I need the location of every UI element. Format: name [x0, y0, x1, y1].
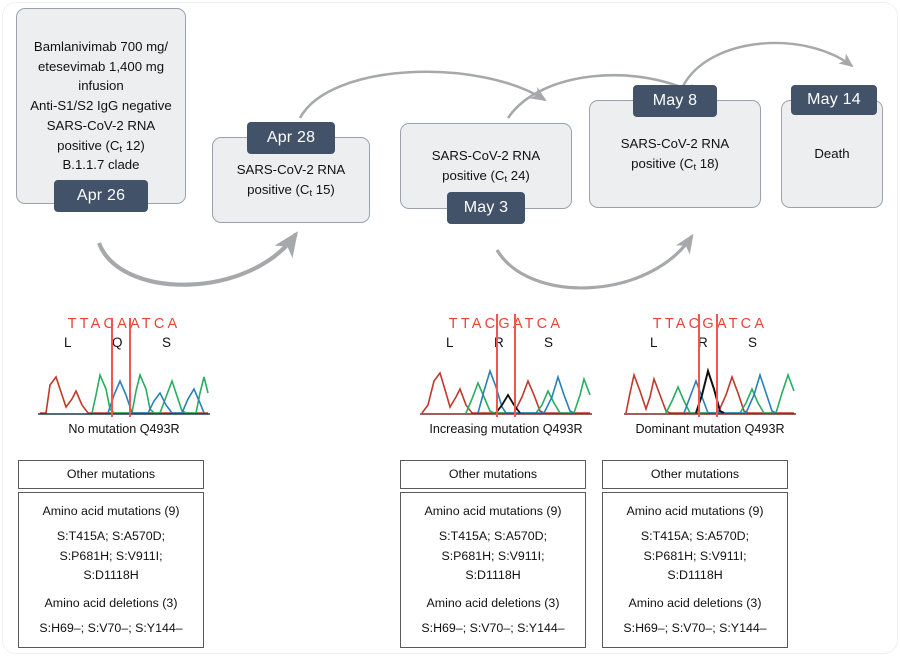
mutation-marker-line [514, 355, 516, 417]
chromatogram-1: TTACAATCA L Q S No mutation Q493R [36, 316, 212, 436]
chromatogram-bases: TTACAATCA [67, 316, 181, 332]
mutation-line: S:D1118H [465, 567, 521, 582]
deletions-label: Amino acid deletions (3) [44, 596, 178, 611]
deletion-line: S:H69–; S:V70–; S:Y144– [39, 621, 183, 636]
amino-acid-label: S [162, 335, 172, 350]
mutation-line: S:P681H; S:V911I; [441, 548, 545, 563]
chromatogram-trace [36, 355, 212, 417]
mutation-marker-line [514, 314, 516, 380]
arrow-apr26-apr28 [298, 70, 547, 119]
timeline-card-may-14[interactable]: Death [781, 100, 883, 208]
card-line: SARS-CoV-2 RNA [46, 117, 156, 133]
deletion-line: S:H69–; S:V70–; S:Y144– [623, 621, 767, 636]
mutation-marker-line [698, 355, 700, 417]
mutations-label: Amino acid mutations (9) [42, 504, 180, 519]
mutation-marker-line [698, 314, 700, 380]
amino-acid-label: R [698, 335, 708, 350]
arrow-chrom2-may8 [495, 233, 694, 290]
deletions-list: S:H69–; S:V70–; S:Y144– [23, 619, 199, 638]
timeline-card-apr-26[interactable]: Bamlanivimab 700 mg/ etesevimab 1,400 mg… [16, 8, 186, 204]
mutation-table-body: Amino acid mutations (9) S:T415A; S:A570… [602, 492, 788, 648]
chromatogram-caption: No mutation Q493R [68, 422, 180, 436]
mutations-list: S:T415A; S:A570D; S:P681H; S:V911I; S:D1… [23, 527, 199, 585]
chromatogram-amino-acids: L R S [622, 335, 798, 355]
mutation-marker-line [111, 355, 113, 417]
chromatogram-bases: TTACGATCA [652, 316, 768, 332]
card-line: B.1.1.7 clade [62, 157, 140, 173]
timeline-card-may-3[interactable]: SARS-CoV-2 RNA positive (Ct 24) [400, 123, 572, 209]
mutation-table-body: Amino acid mutations (9) S:T415A; S:A570… [400, 492, 586, 648]
mutations-list: S:T415A; S:A570D; S:P681H; S:V911I; S:D1… [405, 527, 581, 585]
card-line: SARS-CoV-2 RNA [431, 148, 541, 164]
mutation-line: S:D1118H [83, 567, 139, 582]
mutation-table-1: Other mutations Amino acid mutations (9)… [18, 460, 204, 648]
mutation-line: S:P681H; S:V911I; [59, 548, 163, 563]
chromatogram-caption: Increasing mutation Q493R [429, 422, 583, 436]
card-line: positive (Ct 15) [247, 182, 335, 199]
mutation-table-2: Other mutations Amino acid mutations (9)… [400, 460, 586, 648]
mutation-table-header: Other mutations [400, 460, 586, 490]
amino-acid-label: S [748, 335, 758, 350]
card-line: positive (Ct 24) [442, 168, 530, 185]
timeline-badge-apr-28[interactable]: Apr 28 [247, 122, 335, 154]
mutation-table-body: Amino acid mutations (9) S:T415A; S:A570… [18, 492, 204, 648]
mutation-table-header: Other mutations [602, 460, 788, 490]
deletions-list: S:H69–; S:V70–; S:Y144– [607, 619, 783, 638]
deletions-label: Amino acid deletions (3) [628, 596, 762, 611]
timeline-badge-apr-26[interactable]: Apr 26 [54, 180, 148, 212]
mutation-marker-line [129, 355, 131, 417]
mutations-label: Amino acid mutations (9) [424, 504, 562, 519]
mutation-marker-line [496, 355, 498, 417]
mutation-marker-line [111, 318, 113, 380]
card-line: etesevimab 1,400 mg [37, 58, 165, 74]
mutation-line: S:T415A; S:A570D; [640, 529, 750, 544]
mutation-line: S:T415A; S:A570D; [56, 529, 166, 544]
timeline-badge-may-8[interactable]: May 8 [633, 85, 717, 117]
amino-acid-label: L [446, 335, 454, 350]
mutation-marker-line [716, 314, 718, 380]
chromatogram-amino-acids: L R S [418, 335, 594, 355]
amino-acid-label: Q [112, 335, 123, 350]
mutation-line: S:P681H; S:V911I; [643, 548, 747, 563]
card-line: SARS-CoV-2 RNA [236, 162, 346, 178]
amino-acid-label: S [544, 335, 554, 350]
card-line: positive (Ct 12) [57, 137, 145, 155]
chromatogram-caption: Dominant mutation Q493R [635, 422, 785, 436]
arrow-may8-may14 [681, 41, 854, 87]
arrow-chrom1-apr28 [97, 231, 298, 287]
amino-acid-label: L [64, 335, 72, 350]
card-line: Death [814, 146, 850, 162]
chromatogram-trace [418, 355, 594, 417]
chromatogram-amino-acids: L Q S [36, 335, 212, 355]
mutation-marker-line [716, 355, 718, 417]
mutation-line: S:T415A; S:A570D; [438, 529, 548, 544]
amino-acid-label: R [494, 335, 504, 350]
chromatogram-2: TTACGATCA L R S Increasing mutation Q493… [418, 314, 594, 436]
amino-acid-label: L [650, 335, 658, 350]
card-line: Anti-S1/S2 IgG negative [30, 98, 172, 114]
timeline-card-apr-28[interactable]: SARS-CoV-2 RNA positive (Ct 15) [212, 137, 370, 223]
chromatogram-trace [622, 355, 798, 417]
mutations-list: S:T415A; S:A570D; S:P681H; S:V911I; S:D1… [607, 527, 783, 585]
card-line: Bamlanivimab 700 mg/ [33, 38, 169, 54]
card-line: positive (Ct 18) [631, 156, 719, 173]
mutation-marker-line [496, 314, 498, 380]
card-line: infusion [78, 78, 124, 94]
deletions-list: S:H69–; S:V70–; S:Y144– [405, 619, 581, 638]
mutation-table-3: Other mutations Amino acid mutations (9)… [602, 460, 788, 648]
deletions-label: Amino acid deletions (3) [426, 596, 560, 611]
deletion-line: S:H69–; S:V70–; S:Y144– [421, 621, 565, 636]
mutations-label: Amino acid mutations (9) [626, 504, 764, 519]
chromatogram-bases: TTACGATCA [448, 316, 564, 332]
timeline-badge-may-3[interactable]: May 3 [447, 192, 525, 224]
card-line: SARS-CoV-2 RNA [620, 136, 730, 152]
mutation-table-header: Other mutations [18, 460, 204, 490]
chromatogram-3: TTACGATCA L R S Dominant mutation Q493R [622, 314, 798, 436]
mutation-marker-line [129, 318, 131, 380]
timeline-badge-may-14[interactable]: May 14 [791, 85, 877, 115]
mutation-line: S:D1118H [667, 567, 723, 582]
